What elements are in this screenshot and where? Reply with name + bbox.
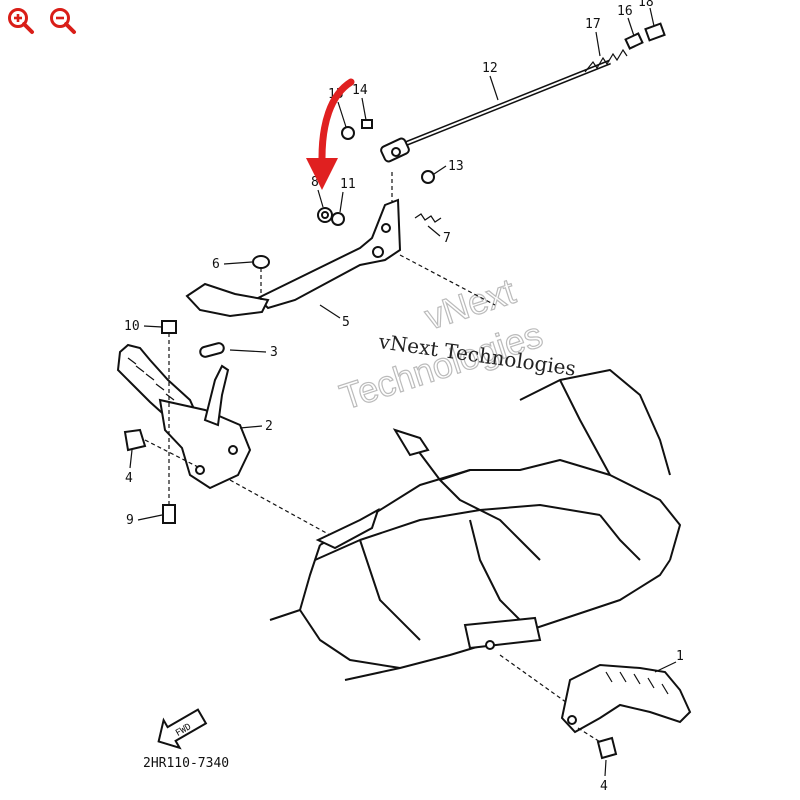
- callout-11: 11: [340, 177, 356, 192]
- callout-12: 12: [482, 61, 498, 76]
- callout-5: 5: [342, 315, 350, 330]
- small-hardware: [317, 119, 435, 226]
- fwd-arrow: FWD: [157, 708, 208, 750]
- left-footrest: [116, 320, 331, 536]
- callout-14: 14: [352, 83, 368, 98]
- zoom-in-button[interactable]: [6, 6, 36, 36]
- callout-10: 10: [124, 319, 140, 334]
- brake-rod-assembly: [380, 22, 666, 163]
- frame: [269, 369, 681, 706]
- callout-2: 2: [265, 419, 273, 434]
- callout-9: 9: [126, 513, 134, 528]
- diagram-code: 2HR110-7340: [143, 756, 229, 771]
- callout-17: 17: [585, 17, 601, 32]
- callout-16: 16: [617, 4, 633, 19]
- callout-18: 18: [638, 0, 654, 10]
- highlight-arrow: [306, 78, 355, 190]
- callout-3: 3: [270, 345, 278, 360]
- zoom-out-icon: [50, 8, 76, 34]
- callout-4-right: 4: [600, 779, 608, 794]
- callout-4-left: 4: [125, 471, 133, 486]
- callout-8: 8: [311, 175, 319, 190]
- zoom-out-button[interactable]: [48, 6, 78, 36]
- zoom-in-icon: [8, 8, 34, 34]
- callout-1: 1: [676, 649, 684, 664]
- watermark: vNext Technologies vNext Technologies: [334, 270, 577, 419]
- right-footrest: [560, 663, 692, 760]
- callouts: 1 2 3 4 4 5 6 7 8 9 10 11 12 13 14 15 16…: [124, 0, 684, 794]
- brake-pedal: [185, 198, 496, 318]
- callout-13: 13: [448, 159, 464, 174]
- callout-7: 7: [443, 231, 451, 246]
- callout-6: 6: [212, 257, 220, 272]
